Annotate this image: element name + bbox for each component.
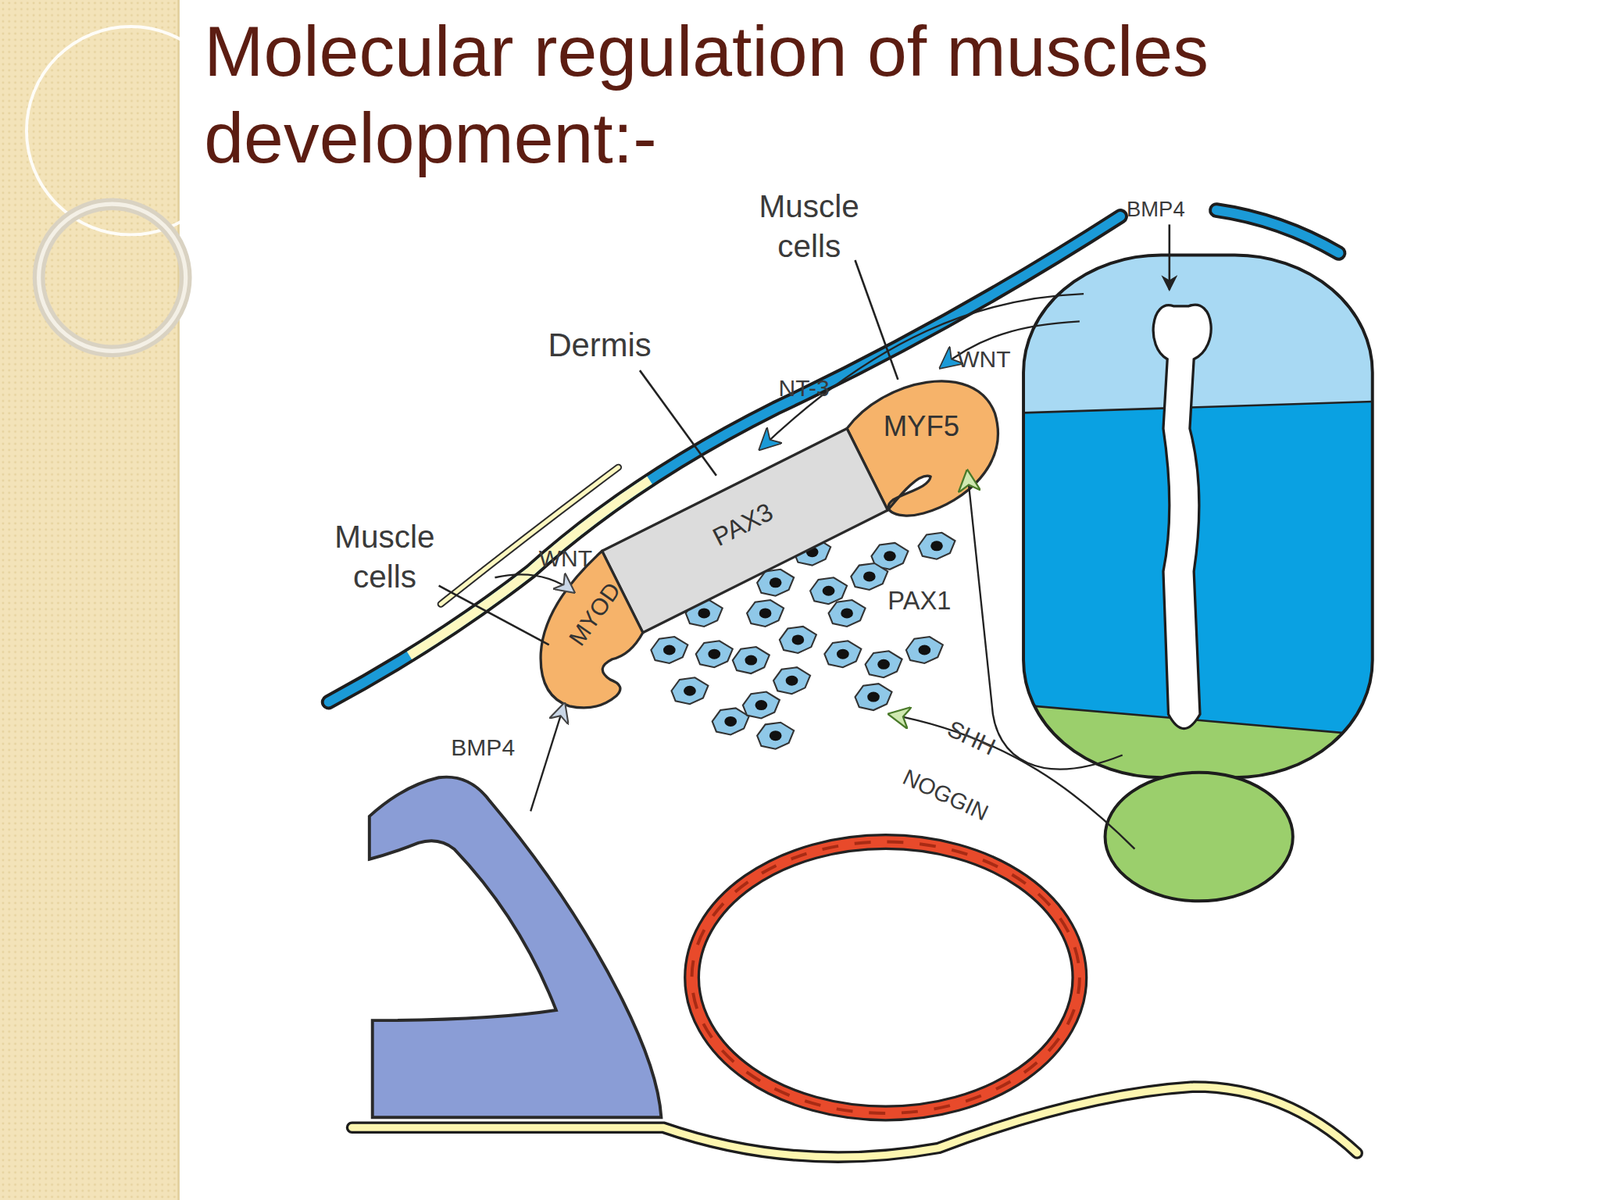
signal-label: BMP4 bbox=[1126, 196, 1186, 223]
callout-label: Dermis bbox=[547, 324, 651, 365]
leader-line bbox=[855, 260, 899, 380]
lateral-plate bbox=[369, 777, 662, 1118]
decor-ring bbox=[39, 203, 186, 351]
side-strip bbox=[0, 0, 179, 1200]
signal-label: BMP4 bbox=[450, 732, 515, 763]
signal-label: SHH bbox=[942, 714, 1000, 762]
slide-title: Molecular regulation of muscles developm… bbox=[203, 7, 1490, 183]
signal-label: NT-3 bbox=[778, 373, 830, 404]
bmp4-arrow bbox=[1168, 224, 1172, 290]
nt3-arrow bbox=[760, 293, 1084, 450]
noggin-arrow bbox=[889, 714, 1135, 849]
gene-label: PAX1 bbox=[887, 584, 951, 617]
endoderm bbox=[352, 1086, 1358, 1158]
callout-label: Muscle cells bbox=[742, 187, 876, 267]
myod-region-outline bbox=[540, 550, 643, 708]
notochord bbox=[1105, 772, 1293, 902]
decor-ring bbox=[39, 203, 186, 351]
leader-line bbox=[439, 585, 550, 646]
node-text: MYF5 bbox=[883, 412, 961, 442]
strip-edge bbox=[177, 0, 180, 1200]
neural-tube bbox=[1010, 244, 1388, 816]
signal-label: WNT bbox=[539, 543, 593, 574]
shh-arrow bbox=[967, 471, 1123, 769]
callout-label: Muscle cells bbox=[318, 518, 452, 598]
wnt-arrow bbox=[494, 574, 574, 592]
signal-label: NOGGIN bbox=[898, 763, 993, 828]
signal-label: WNT bbox=[957, 344, 1011, 375]
dorsal-aorta bbox=[692, 842, 1080, 1114]
pax3-band: PAX3 bbox=[596, 423, 893, 638]
bmp4-arrow bbox=[530, 703, 565, 811]
leader-line bbox=[639, 370, 717, 476]
pax3-band-outline bbox=[602, 428, 889, 633]
